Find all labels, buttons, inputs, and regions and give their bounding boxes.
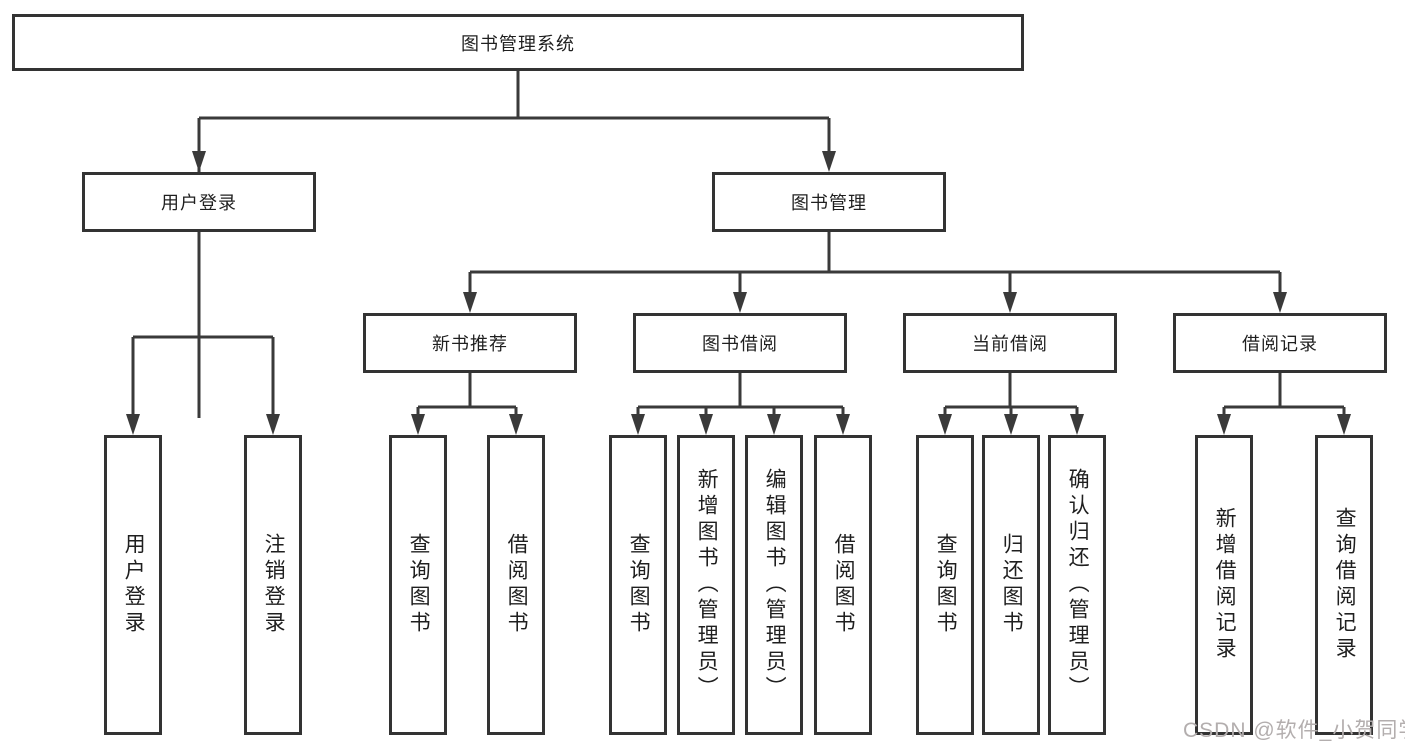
node-current-borrowing: 当前借阅: [903, 313, 1117, 373]
node-book-management: 图书管理: [712, 172, 946, 232]
leaf-borrow-books-recommend: 借阅图书: [487, 435, 545, 735]
leaf-add-books-admin: 新增图书（管理员）: [677, 435, 735, 735]
leaf-return-books: 归还图书: [982, 435, 1040, 735]
leaf-add-borrow-record: 新增借阅记录: [1195, 435, 1253, 735]
leaf-query-books-borrow: 查询图书: [609, 435, 667, 735]
node-book-management-system: 图书管理系统: [12, 14, 1024, 71]
leaf-query-books-recommend: 查询图书: [389, 435, 447, 735]
arrowheads: [126, 151, 1351, 435]
node-borrowing-records: 借阅记录: [1173, 313, 1387, 373]
leaf-query-books-current: 查询图书: [916, 435, 974, 735]
leaf-logout: 注销登录: [244, 435, 302, 735]
node-book-borrowing: 图书借阅: [633, 313, 847, 373]
leaf-borrow-books: 借阅图书: [814, 435, 872, 735]
leaf-query-borrow-record: 查询借阅记录: [1315, 435, 1373, 735]
node-user-login: 用户登录: [82, 172, 316, 232]
leaf-user-login: 用户登录: [104, 435, 162, 735]
node-new-book-recommendation: 新书推荐: [363, 313, 577, 373]
csdn-watermark: CSDN @软件_小贺同学: [1183, 719, 1405, 742]
leaf-edit-books-admin: 编辑图书（管理员）: [745, 435, 803, 735]
leaf-confirm-return-admin: 确认归还（管理员）: [1048, 435, 1106, 735]
